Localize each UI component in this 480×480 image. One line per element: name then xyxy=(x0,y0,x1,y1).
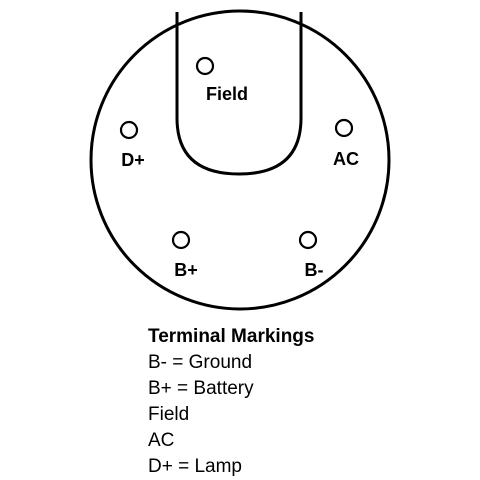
terminal-b-minus-hole xyxy=(298,230,318,250)
terminal-field-hole xyxy=(195,56,215,76)
housing-outline xyxy=(89,9,391,311)
legend-item-ac: AC xyxy=(148,430,175,451)
top-slot-outline xyxy=(175,12,303,176)
terminal-d-plus-label: D+ xyxy=(121,150,145,170)
terminal-b-plus-label: B+ xyxy=(174,260,198,280)
terminal-ac-label: AC xyxy=(333,149,359,169)
terminal-d-plus-hole xyxy=(119,120,139,140)
terminal-b-plus-hole xyxy=(171,230,191,250)
terminal-field-label: Field xyxy=(206,84,248,104)
legend-item-ground: B- = Ground xyxy=(148,352,253,373)
legend-list: B- = Ground B+ = Battery Field AC D+ = L… xyxy=(148,350,468,480)
terminal-b-minus-label: B- xyxy=(305,260,324,280)
legend-item-lamp: D+ = Lamp xyxy=(148,456,242,477)
legend-item-battery: B+ = Battery xyxy=(148,378,254,399)
legend-item-field: Field xyxy=(148,404,190,425)
terminal-ac-hole xyxy=(334,118,354,138)
terminal-markings-legend: Terminal Markings B- = Ground B+ = Batte… xyxy=(148,324,468,480)
terminal-diagram: Field D+ AC B+ B- xyxy=(89,9,391,311)
legend-title: Terminal Markings xyxy=(148,326,315,347)
